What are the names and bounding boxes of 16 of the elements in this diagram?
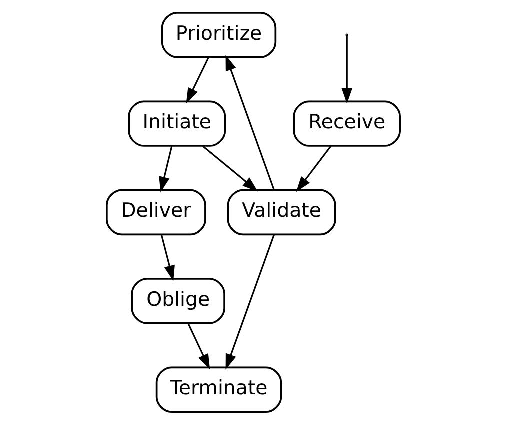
node-box: Deliver <box>106 189 206 236</box>
arrow <box>186 57 210 104</box>
arrow <box>226 234 275 370</box>
arrow <box>160 234 175 282</box>
arrow <box>159 146 173 193</box>
node-box: Initiate <box>128 100 226 147</box>
node-box: Prioritize <box>161 12 277 58</box>
node-box: Terminate <box>156 366 282 413</box>
arrow <box>342 36 353 104</box>
arrow <box>202 146 258 192</box>
arrow <box>226 55 275 190</box>
arrow <box>296 146 332 192</box>
arrow <box>188 323 210 370</box>
node-box: Validate <box>227 189 336 236</box>
node-box: Oblige <box>131 278 226 324</box>
node-box: Receive <box>293 100 401 147</box>
